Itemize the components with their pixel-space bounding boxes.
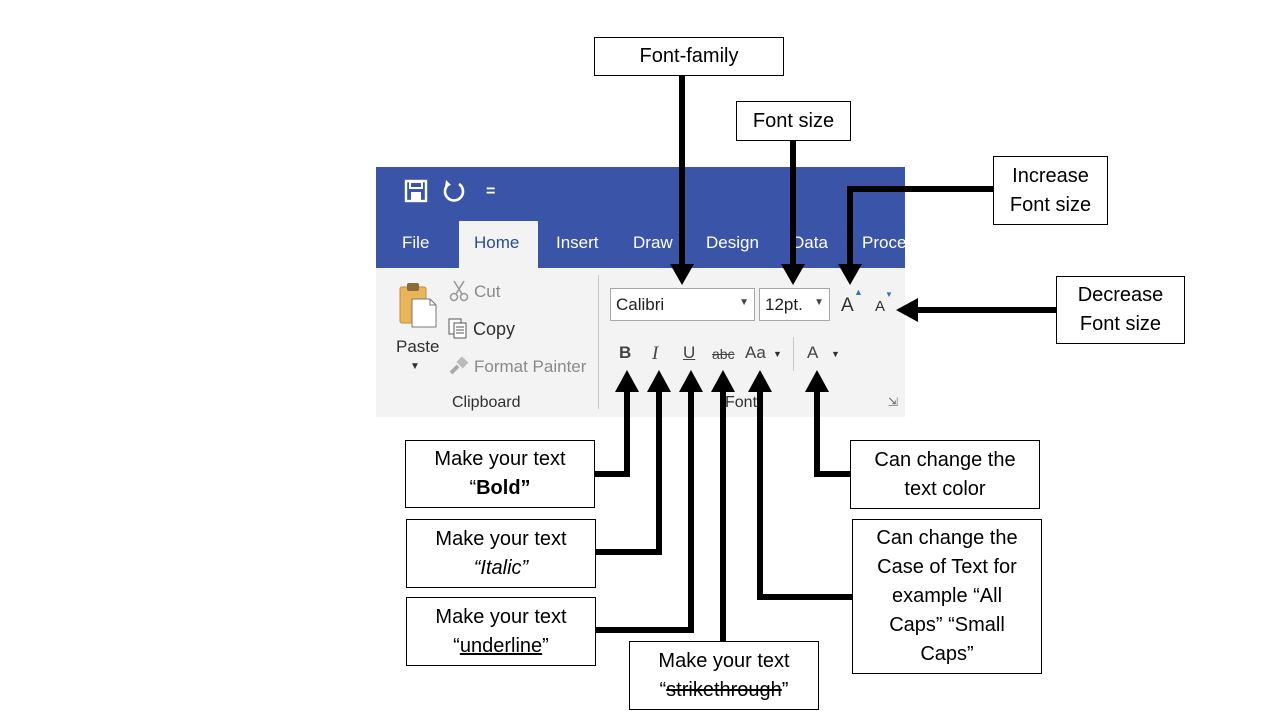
tab-draw[interactable]: Draw bbox=[633, 233, 673, 252]
format-painter-icon[interactable] bbox=[448, 355, 470, 382]
callout-text: Can change the bbox=[874, 448, 1016, 471]
strikethrough-example: strikethrough bbox=[666, 678, 782, 701]
save-icon[interactable] bbox=[404, 179, 430, 205]
callout-italic: Make your text “Italic” bbox=[406, 519, 596, 588]
tab-data[interactable]: Data bbox=[792, 233, 828, 252]
font-divider bbox=[793, 337, 794, 371]
callout-font-size: Font size bbox=[736, 101, 851, 141]
underline-example: underline bbox=[459, 634, 543, 657]
underline-connector bbox=[595, 390, 694, 633]
callout-text: example “All bbox=[891, 585, 1003, 607]
cut-button[interactable]: Cut bbox=[474, 282, 501, 301]
font-size-value: 12pt. bbox=[765, 295, 803, 314]
decrease-font-size-button[interactable]: A bbox=[875, 298, 886, 315]
increase-font-size-button[interactable]: A bbox=[841, 295, 854, 316]
callout-text: Font size bbox=[752, 109, 835, 132]
italic-button[interactable]: I bbox=[652, 343, 659, 364]
callout-font-family: Font-family bbox=[594, 37, 784, 76]
chevron-down-icon: ▼ bbox=[814, 297, 824, 308]
tab-home[interactable]: Home bbox=[474, 233, 520, 252]
change-case-dropdown-icon[interactable]: ▼ bbox=[773, 349, 782, 359]
copy-icon[interactable] bbox=[448, 318, 468, 345]
italic-example: Italic bbox=[480, 556, 522, 579]
tab-process[interactable]: Proces bbox=[862, 233, 905, 252]
format-painter-button[interactable]: Format Painter bbox=[474, 357, 587, 376]
font-family-combo[interactable]: Calibri ▼ bbox=[610, 288, 755, 321]
title-bar: = File Home Insert Draw Design Data Proc… bbox=[376, 167, 905, 269]
scissors-icon[interactable] bbox=[449, 280, 469, 307]
callout-text: Make your text bbox=[435, 605, 567, 628]
strikethrough-button[interactable]: abc bbox=[712, 346, 735, 362]
callout-text: Decrease bbox=[1077, 284, 1164, 306]
home-tab-background bbox=[459, 221, 538, 269]
change-case-button[interactable]: Aa bbox=[745, 343, 766, 362]
callout-text-color: Can change the text color bbox=[850, 440, 1040, 509]
callout-decrease-font-size: Decrease Font size bbox=[1056, 276, 1185, 344]
callout-text: “Italic” bbox=[473, 556, 529, 579]
font-group-label: Font bbox=[725, 394, 758, 411]
callout-text: Can change the bbox=[876, 527, 1018, 549]
font-color-button[interactable]: A bbox=[807, 343, 819, 362]
callout-bold: Make your text “Bold” bbox=[405, 440, 595, 508]
chevron-down-icon: ▼ bbox=[739, 297, 749, 308]
callout-text: Make your text bbox=[658, 649, 790, 672]
font-color-dropdown-icon[interactable]: ▼ bbox=[831, 349, 840, 359]
copy-button[interactable]: Copy bbox=[473, 319, 516, 339]
paste-icon[interactable] bbox=[398, 281, 438, 336]
bold-example: Bold bbox=[476, 477, 521, 499]
undo-icon[interactable] bbox=[442, 179, 468, 205]
callout-text: Caps” bbox=[920, 643, 974, 665]
callout-text: Case of Text for bbox=[877, 556, 1017, 578]
callout-underline: Make your text “underline” bbox=[406, 597, 596, 666]
word-ribbon-screenshot: = File Home Insert Draw Design Data Proc… bbox=[376, 167, 905, 417]
callout-text: Caps” “Small bbox=[889, 614, 1005, 636]
callout-text: Font size bbox=[1009, 193, 1092, 216]
callout-text: Font size bbox=[1079, 313, 1162, 335]
callout-strikethrough: Make your text “strikethrough” bbox=[629, 641, 819, 710]
callout-text: Increase bbox=[1012, 164, 1089, 187]
paste-dropdown-icon[interactable]: ▼ bbox=[410, 361, 420, 372]
callout-text: Font-family bbox=[639, 45, 739, 67]
callout-text: “Bold” bbox=[469, 477, 531, 499]
customize-qat-icon[interactable]: = bbox=[486, 183, 496, 200]
callout-change-case: Can change the Case of Text for example … bbox=[852, 519, 1042, 674]
callout-text: “underline” bbox=[453, 634, 549, 657]
paste-button[interactable]: Paste bbox=[396, 337, 440, 356]
case-connector bbox=[757, 390, 852, 600]
callout-text: text color bbox=[904, 477, 986, 500]
tab-design[interactable]: Design bbox=[706, 233, 759, 252]
clipboard-group-label: Clipboard bbox=[452, 394, 521, 411]
underline-button[interactable]: U bbox=[683, 343, 696, 362]
up-arrow-icon: ▲ bbox=[854, 287, 863, 297]
callout-text: “strikethrough” bbox=[659, 678, 789, 701]
callout-increase-font-size: Increase Font size bbox=[993, 156, 1108, 225]
font-size-combo[interactable]: 12pt. ▼ bbox=[759, 288, 830, 321]
callout-text: Make your text bbox=[435, 527, 567, 550]
dialog-launcher-icon[interactable]: ⇲ bbox=[888, 395, 899, 409]
tab-insert[interactable]: Insert bbox=[556, 233, 599, 252]
font-family-value: Calibri bbox=[616, 295, 665, 314]
bold-button[interactable]: B bbox=[619, 343, 632, 362]
tab-file[interactable]: File bbox=[402, 233, 430, 252]
down-arrow-icon: ▼ bbox=[885, 290, 893, 299]
group-divider bbox=[598, 275, 599, 409]
callout-text: Make your text bbox=[434, 448, 566, 470]
